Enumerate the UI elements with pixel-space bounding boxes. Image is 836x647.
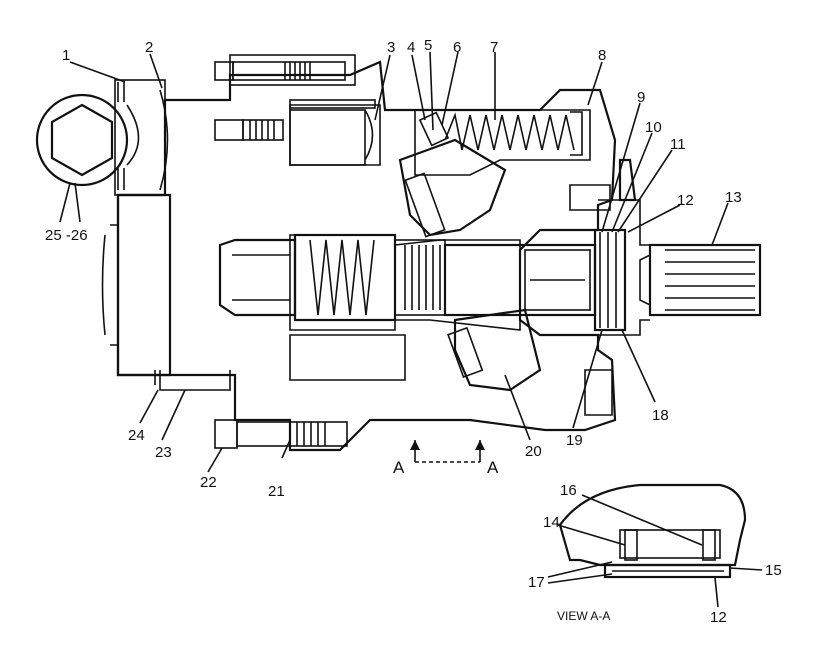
- section-label-right: A: [487, 458, 499, 477]
- callout-13: 13: [725, 189, 742, 206]
- callout-10: 10: [645, 119, 662, 136]
- callout-6: 6: [453, 39, 461, 56]
- callout-19: 19: [566, 432, 583, 449]
- control-valve: [229, 54, 376, 166]
- callout-5: 5: [424, 37, 432, 54]
- callout-12: 12: [677, 192, 694, 209]
- callout-numbers: 1 2 3 4 5 6 7 8 9 10 11 12 13 14 15 16 1…: [45, 37, 782, 626]
- detail-view-a-a: VIEW A-A: [557, 483, 747, 623]
- adjusting-screws: [214, 61, 346, 141]
- front-boss: [598, 158, 650, 336]
- callout-15: 15: [765, 562, 782, 579]
- callout-12-detail: 12: [710, 609, 727, 626]
- callout-8: 8: [598, 47, 606, 64]
- compensator-cap: [35, 79, 169, 196]
- callout-3: 3: [387, 39, 395, 56]
- callout-21: 21: [268, 483, 285, 500]
- rear-cover: [101, 193, 172, 377]
- callout-4: 4: [407, 39, 415, 56]
- callout-1: 1: [62, 47, 70, 64]
- callout-24: 24: [128, 427, 145, 444]
- cylinder-barrel: [218, 233, 446, 322]
- drive-shaft: [443, 228, 762, 332]
- mounting-bolt: [154, 370, 348, 449]
- callout-22: 22: [200, 474, 217, 491]
- swashplate-spring: [418, 111, 583, 156]
- callout-25-26: 25 -26: [45, 227, 88, 244]
- callout-17: 17: [528, 574, 545, 591]
- section-line-marker: A A: [393, 440, 499, 477]
- callout-20: 20: [525, 443, 542, 460]
- callout-18: 18: [652, 407, 669, 424]
- pump-housing: [116, 60, 617, 452]
- callout-23: 23: [155, 444, 172, 461]
- callout-11: 11: [670, 136, 686, 153]
- section-label-left: A: [393, 458, 405, 477]
- callout-2: 2: [145, 39, 153, 56]
- leader-lines: [59, 51, 763, 608]
- callout-9: 9: [637, 89, 645, 106]
- callout-7: 7: [490, 39, 498, 56]
- callout-16: 16: [560, 482, 577, 499]
- callout-14: 14: [543, 514, 560, 531]
- detail-view-caption: VIEW A-A: [557, 609, 610, 623]
